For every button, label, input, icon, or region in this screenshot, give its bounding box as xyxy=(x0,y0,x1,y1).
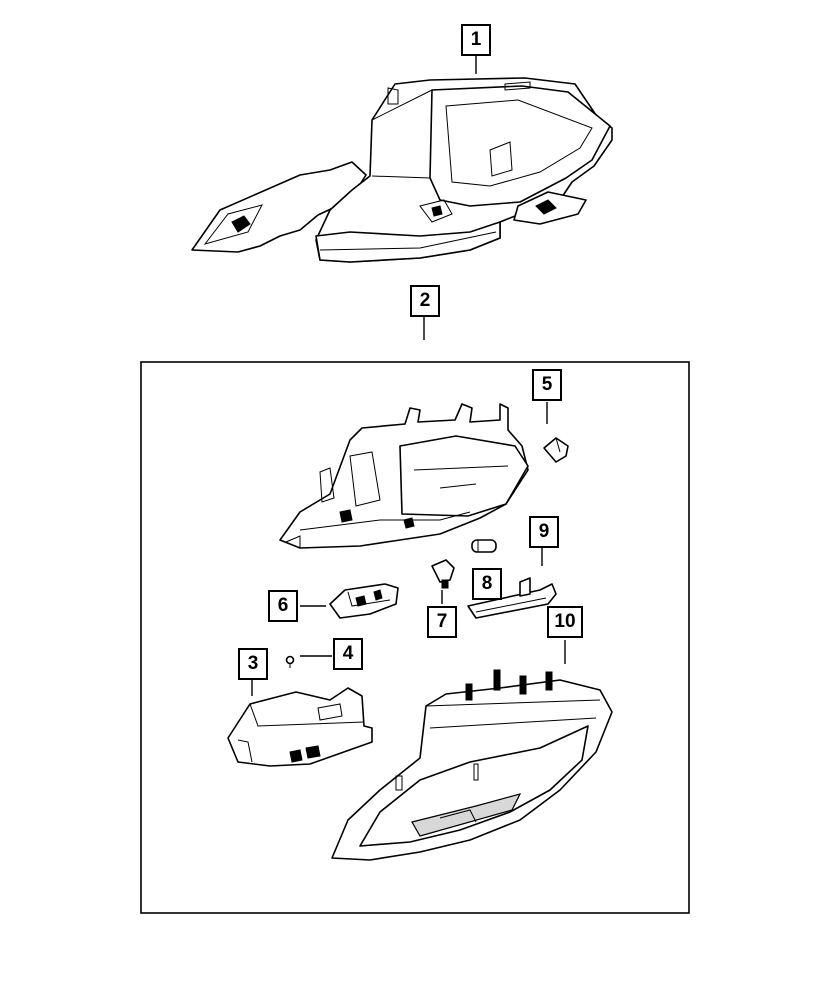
part-5-bulb xyxy=(543,402,569,463)
kit-frame xyxy=(140,361,690,914)
callout-7: 7 xyxy=(427,606,457,638)
console-housing xyxy=(279,403,529,549)
callout-10: 10 xyxy=(547,606,583,638)
part-7-socket xyxy=(431,559,455,604)
callout-1: 1 xyxy=(461,24,491,56)
callout-8: 8 xyxy=(472,568,502,600)
part-10-bezel xyxy=(331,640,613,861)
part-1-console-assembly xyxy=(191,56,613,263)
callout-2: 2 xyxy=(410,285,440,317)
callout-9: 9 xyxy=(529,516,559,548)
part-4-screw xyxy=(285,655,332,668)
callout-5: 5 xyxy=(532,369,562,401)
part-3-module xyxy=(227,680,373,767)
callout-6: 6 xyxy=(268,590,298,622)
part-9-lens xyxy=(467,548,557,619)
part-8-bulb xyxy=(471,539,497,553)
part-6-switch xyxy=(300,583,399,619)
callout-4: 4 xyxy=(333,638,363,670)
callout-3: 3 xyxy=(238,648,268,680)
